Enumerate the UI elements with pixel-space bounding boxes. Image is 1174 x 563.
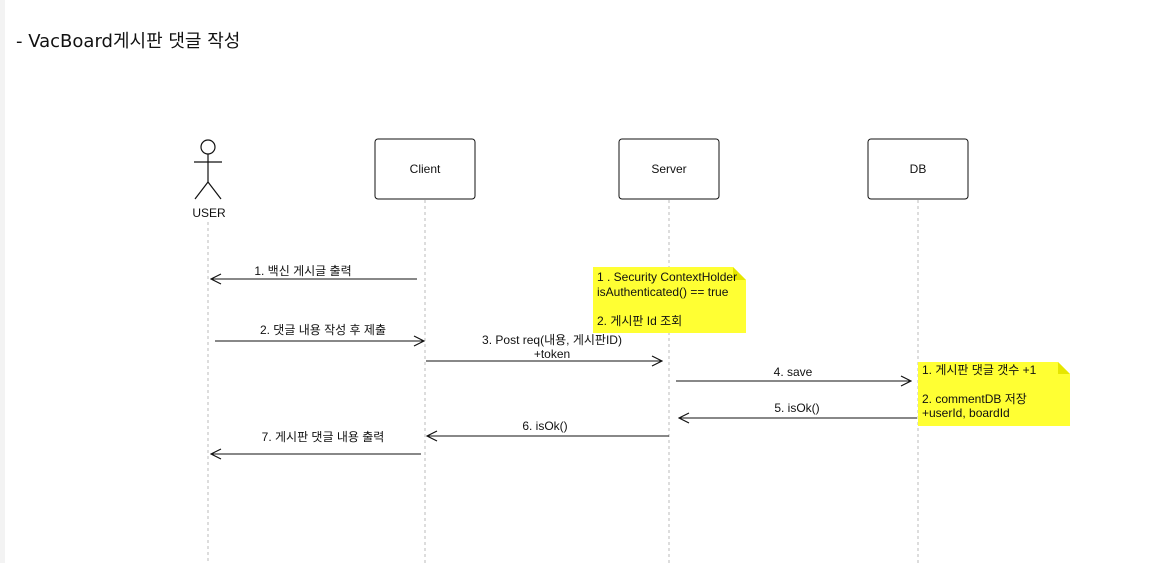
message-2-label: 2. 댓글 내용 작성 후 제출: [260, 323, 386, 337]
client-participant-label: Client: [410, 162, 441, 176]
user-participant-label: USER: [192, 206, 226, 220]
server-note-line3: 2. 게시판 Id 조회: [597, 314, 682, 328]
server-note: 1 . Security ContextHolder isAuthenticat…: [593, 267, 746, 333]
db-note-line2: 2. commentDB 저장: [922, 392, 1027, 406]
client-participant-box: [374, 138, 476, 200]
message-7-label: 7. 게시판 댓글 내용 출력: [262, 430, 385, 444]
server-note-line1: 1 . Security ContextHolder: [597, 270, 737, 284]
message-4-label: 4. save: [774, 365, 813, 379]
message-3-label-line1: 3. Post req(내용, 게시판ID): [482, 333, 622, 347]
server-note-line2: isAuthenticated() == true: [597, 285, 729, 299]
server-participant-label: Server: [651, 162, 686, 176]
message-3-label-line2: +token: [534, 347, 570, 361]
page-left-border: [0, 0, 5, 563]
db-participant-label: DB: [910, 162, 927, 176]
server-participant-box: [618, 138, 720, 200]
message-6-label: 6. isOk(): [522, 419, 567, 433]
user-actor-icon: [194, 139, 222, 200]
db-participant-box: [867, 138, 969, 200]
page-title: - VacBoard게시판 댓글 작성: [16, 31, 241, 52]
db-note-line1: 1. 게시판 댓글 갯수 +1: [922, 363, 1037, 377]
message-1-label: 1. 백신 게시글 출력: [254, 264, 351, 278]
db-note-line3: +userId, boardId: [922, 406, 1010, 420]
db-note: 1. 게시판 댓글 갯수 +1 2. commentDB 저장 +userId,…: [918, 362, 1070, 426]
message-5-label: 5. isOk(): [774, 401, 819, 415]
